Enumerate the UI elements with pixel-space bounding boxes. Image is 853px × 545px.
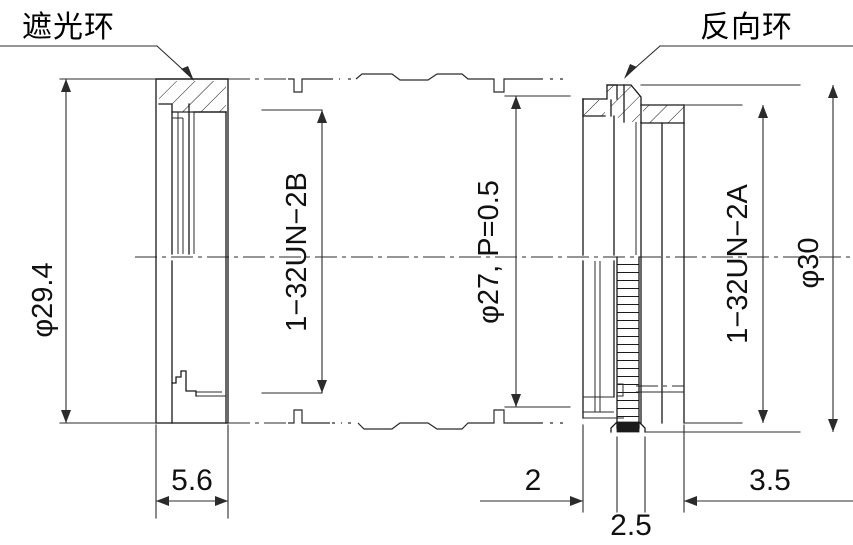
- break-top-wave: [355, 73, 486, 81]
- break-top-step-left: [288, 78, 330, 93]
- left-outer-profile: [155, 78, 229, 424]
- dim-thread2b-text: 1−32UN−2B: [281, 172, 313, 332]
- break-top-step-right: [486, 78, 540, 93]
- label-right-reverse-ring-text: 反向环: [700, 10, 793, 45]
- dim-left-width: 5.6: [155, 424, 229, 519]
- dim-2-arrow: [570, 496, 583, 506]
- left-top-hatch-fill: [159, 81, 226, 112]
- break-lines-group: [288, 73, 570, 430]
- dim-phi294-text: φ29.4: [27, 262, 59, 337]
- dim-right-body-width: 3.5: [683, 424, 853, 513]
- dim-thread2a-text: 1−32UN−2A: [722, 184, 754, 344]
- leader-left-arrowhead: [181, 66, 194, 81]
- thread-end-solid: [616, 421, 640, 433]
- dim-56-text: 5.6: [171, 464, 213, 497]
- dim-thread2b-arrow-top: [317, 110, 327, 123]
- left-bottom-notch: [171, 370, 197, 397]
- leader-left-group: [0, 45, 194, 81]
- break-bottom-step-left: [288, 409, 330, 424]
- thread-end-chamfer-left: [610, 421, 618, 433]
- dim-phi30-text: φ30: [793, 237, 825, 288]
- label-left-hood-ring: 遮光环: [22, 2, 115, 46]
- thread-hatch-fill: [617, 261, 639, 426]
- dim-phi27-text: φ27, P=0.5: [473, 180, 505, 324]
- dim-2-text: 2: [525, 464, 542, 497]
- leader-right-group: [624, 45, 853, 79]
- thread-internal-notch: [617, 383, 624, 397]
- dim-phi294-arrow-bottom: [61, 410, 71, 423]
- break-bottom-wave: [357, 422, 486, 430]
- right-left-flange-hatch: [584, 100, 605, 116]
- dim-thread2b-arrow-bottom: [317, 380, 327, 393]
- dim-35-arrow: [684, 496, 697, 506]
- right-body-hatch: [643, 105, 684, 123]
- dim-25-text: 2.5: [610, 509, 652, 542]
- thread-end-chamfer-right: [638, 421, 646, 433]
- dim-right-outer-diameter: φ30: [793, 85, 838, 432]
- label-left-hood-ring-text: 遮光环: [22, 10, 115, 45]
- left-part-hood-ring: [59, 78, 288, 424]
- dim-phi27-arrow-top: [511, 96, 521, 109]
- dim-56-arrow-right: [215, 496, 228, 506]
- label-right-reverse-ring: 反向环: [700, 2, 793, 46]
- dim-left-thread: 1−32UN−2B: [261, 109, 327, 394]
- leader-right-arrowhead: [624, 64, 637, 79]
- dim-phi30-arrow-top: [828, 85, 838, 98]
- dim-phi294-arrow-top: [61, 79, 71, 92]
- right-part-reverse-ring: [582, 84, 801, 433]
- dim-mid-thread-spec: φ27, P=0.5: [473, 95, 571, 408]
- dim-right-flange-width: 2: [480, 424, 584, 513]
- dim-left-outer-diameter: φ29.4: [27, 79, 71, 423]
- dim-phi27-arrow-bottom: [511, 394, 521, 407]
- dim-56-arrow-left: [156, 496, 169, 506]
- dim-right-mid-width: 2.5: [610, 436, 652, 542]
- dim-thread2a-arrow-top: [758, 105, 768, 118]
- break-bottom-step-right: [486, 409, 540, 424]
- dim-phi30-arrow-bottom: [828, 419, 838, 432]
- dim-35-text: 3.5: [749, 464, 791, 497]
- dim-right-thread: 1−32UN−2A: [722, 105, 768, 423]
- dim-thread2a-arrow-bottom: [758, 410, 768, 423]
- right-chamfer-top-outline: [606, 84, 642, 123]
- right-thread-representation: [610, 256, 646, 433]
